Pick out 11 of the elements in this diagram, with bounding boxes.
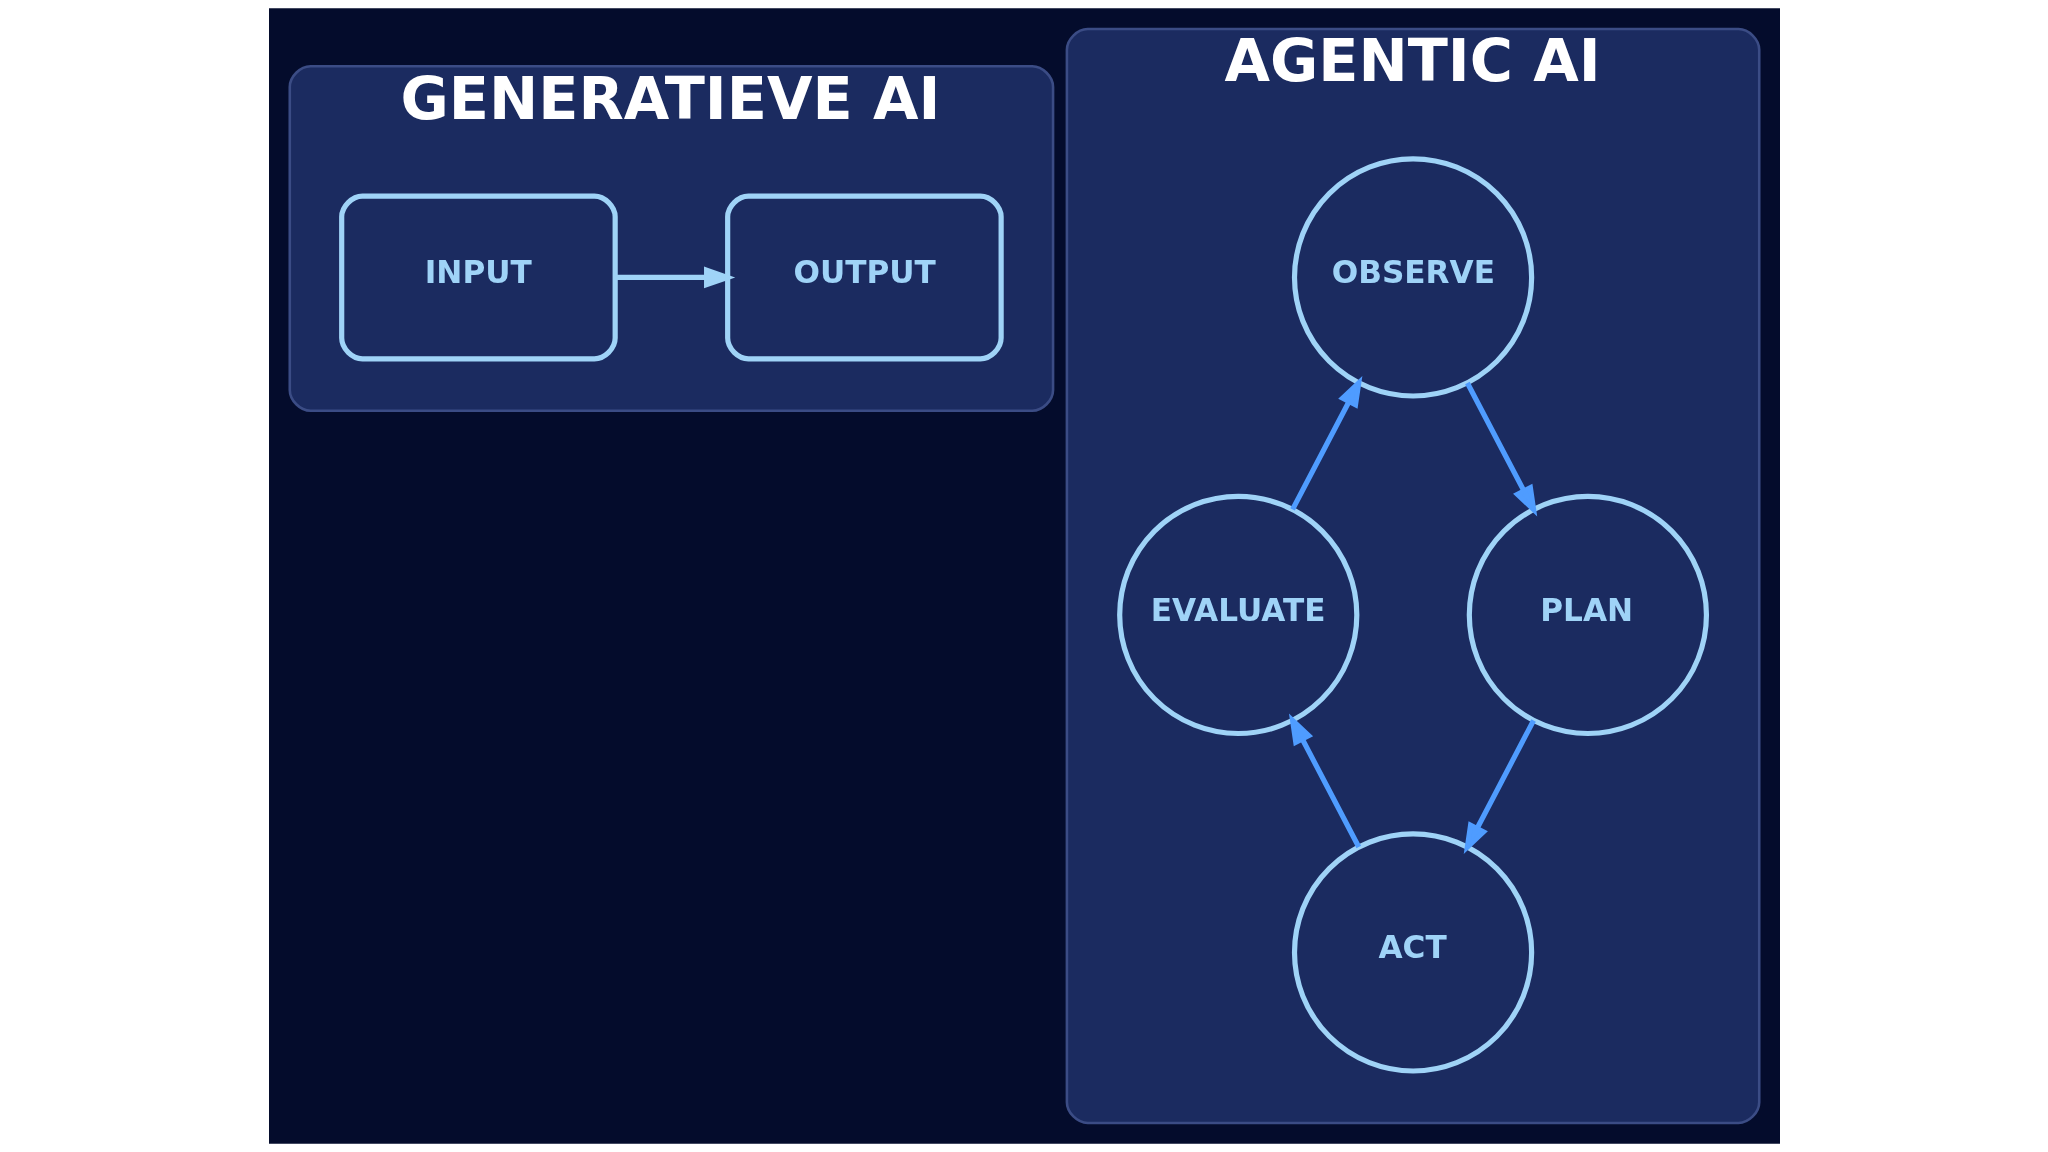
arrow <box>1464 381 1537 517</box>
arrow <box>1288 713 1361 849</box>
arrow <box>1289 376 1362 511</box>
node-circle: EVALUATE <box>1116 493 1359 737</box>
node-box: OUTPUT <box>724 193 1004 362</box>
node-circle: PLAN <box>1466 493 1709 737</box>
node-circle: OBSERVE <box>1291 156 1534 399</box>
arrow <box>615 266 735 289</box>
node-box: INPUT <box>338 193 618 362</box>
arrow <box>1463 719 1536 854</box>
node-circle: ACT <box>1291 831 1534 1074</box>
